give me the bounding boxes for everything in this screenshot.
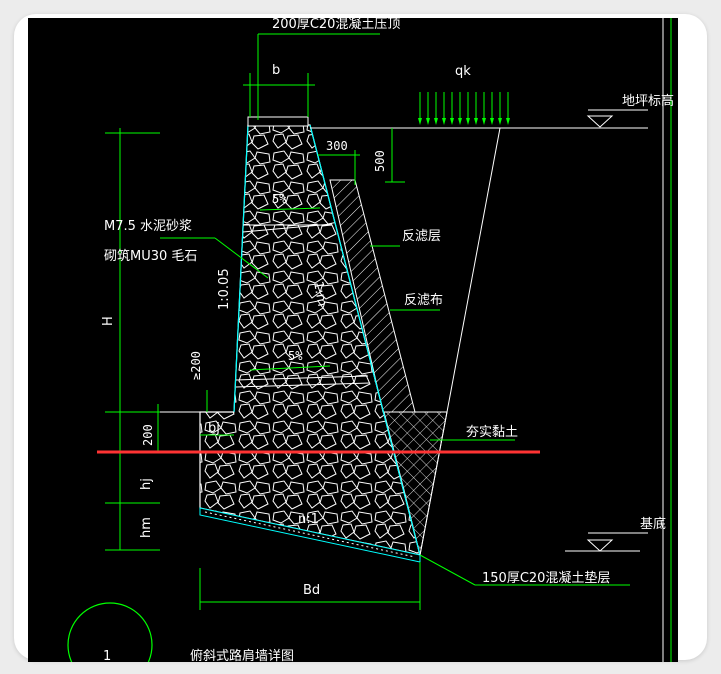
label-ground-level: 地坪标高: [622, 93, 674, 109]
cad-canvas: 200厚C20混凝土压顶 b qk 地坪标高 300 500 5% M7.5 水…: [28, 18, 678, 662]
label-mortar-1: M7.5 水泥砂浆: [104, 219, 192, 234]
label-base: 基底: [640, 516, 666, 532]
label-filter-cloth: 反滤布: [404, 293, 443, 308]
label-slope-b: 5%: [288, 349, 303, 363]
label-mortar-2: 砌筑MU30 毛石: [104, 248, 197, 264]
cushion-dots: [204, 511, 416, 558]
level-symbol-base: [586, 539, 614, 552]
label-500: 500: [373, 150, 387, 172]
label-ratio-front: 1:0.05: [217, 268, 232, 310]
slope-band: [242, 223, 333, 233]
label-H: H: [101, 316, 116, 326]
wall-face-front: [233, 124, 249, 413]
drawing-title: 俯斜式路肩墙详图: [190, 648, 294, 662]
load-arrows: [419, 92, 509, 120]
label-200: 200: [141, 424, 155, 446]
slope-band: [235, 375, 369, 381]
load-arrowheads: [418, 118, 510, 125]
label-filter-layer: 反滤层: [402, 229, 441, 244]
label-hm: hm: [139, 517, 154, 538]
detail-number: 1: [103, 649, 111, 662]
label-hj: hj: [139, 478, 154, 490]
retaining-wall-drawing: 200厚C20混凝土压顶 b qk 地坪标高 300 500 5% M7.5 水…: [67, 18, 674, 662]
label-gte-200: ≥200: [189, 351, 203, 380]
label-Bd: Bd: [303, 583, 320, 598]
wall-face-back: [309, 124, 421, 556]
label-b: b: [272, 63, 280, 78]
concrete-cap: [247, 116, 309, 127]
label-n1: n:1: [298, 512, 319, 527]
clay-edge: [419, 411, 448, 556]
level-symbol-ground: [586, 115, 614, 128]
label-ratio-back: 1:m: [310, 280, 329, 308]
label-top-cap: 200厚C20混凝土压顶: [272, 18, 400, 32]
label-cushion: 150厚C20混凝土垫层: [482, 570, 610, 586]
label-300: 300: [326, 139, 348, 153]
slope-band: [235, 382, 371, 388]
detail-circle: [67, 602, 153, 662]
label-bj: bj: [208, 421, 220, 436]
label-compacted-clay: 夯实黏土: [466, 424, 518, 440]
dimension-lines: [105, 33, 630, 610]
rupture-line: [446, 127, 501, 413]
label-qk: qk: [455, 64, 471, 79]
label-slope-a: 5%: [272, 192, 287, 206]
